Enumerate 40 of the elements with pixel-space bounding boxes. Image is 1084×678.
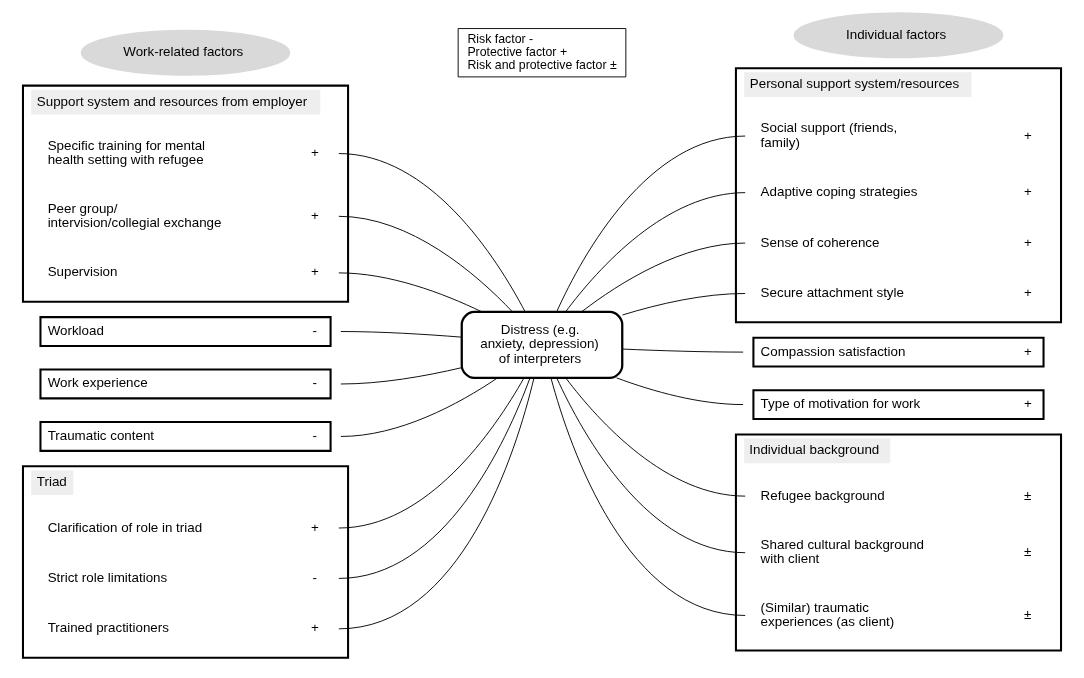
connector: [581, 242, 746, 312]
connector: [338, 215, 513, 312]
node-ellipse: Work-related factors: [80, 29, 291, 76]
node-box: Distress (e.g. anxiety, depression) of interpreters: [460, 310, 624, 379]
node-text: Supervision +: [47, 263, 319, 279]
connector: [340, 366, 462, 384]
node-text: Clarification of role in triad +: [47, 519, 319, 535]
node-text: (Similar) traumatic experiences (as client) ±: [760, 599, 1032, 629]
node-text: Specific training for mental health setting with refugee +: [47, 137, 319, 167]
connector: [338, 377, 525, 528]
node-text: Sense of coherence +: [760, 234, 1032, 250]
node-text: Peer group/ intervision/collegial exchange +: [47, 200, 319, 230]
connector: [556, 135, 746, 312]
connector: [340, 377, 498, 437]
connector: [616, 376, 744, 405]
node-box: Traumatic content -: [39, 420, 332, 452]
node-text: Strict role limitations -: [47, 569, 318, 585]
connector: [338, 271, 483, 312]
node-text: Secure attachment style +: [760, 284, 1032, 300]
connector: [565, 377, 746, 497]
node-text: Shared cultural background with client ±: [760, 536, 1032, 566]
connector: [340, 330, 463, 338]
node-box: Work experience -: [39, 368, 332, 399]
node-text: Adaptive coping strategies +: [760, 183, 1032, 199]
node-ellipse: Individual factors: [793, 11, 1004, 58]
connector: [338, 377, 535, 629]
connector: [338, 152, 526, 312]
node-text: Refugee background ±: [760, 487, 1032, 503]
node-box: Workload -: [39, 315, 332, 347]
node-text: Trained practitioners +: [47, 619, 319, 635]
node-text: Social support (friends, family) +: [760, 119, 1032, 150]
connector: [565, 191, 746, 312]
connector: [556, 376, 746, 553]
connector: [338, 376, 531, 579]
connector: [550, 377, 746, 616]
node-box: Compassion satisfaction +: [752, 336, 1045, 368]
node-box: Type of motivation for work +: [752, 388, 1045, 420]
node-box: Risk factor - Protective factor + Risk and protective factor ±: [457, 27, 627, 77]
connector: [621, 348, 744, 353]
connector: [622, 292, 746, 315]
